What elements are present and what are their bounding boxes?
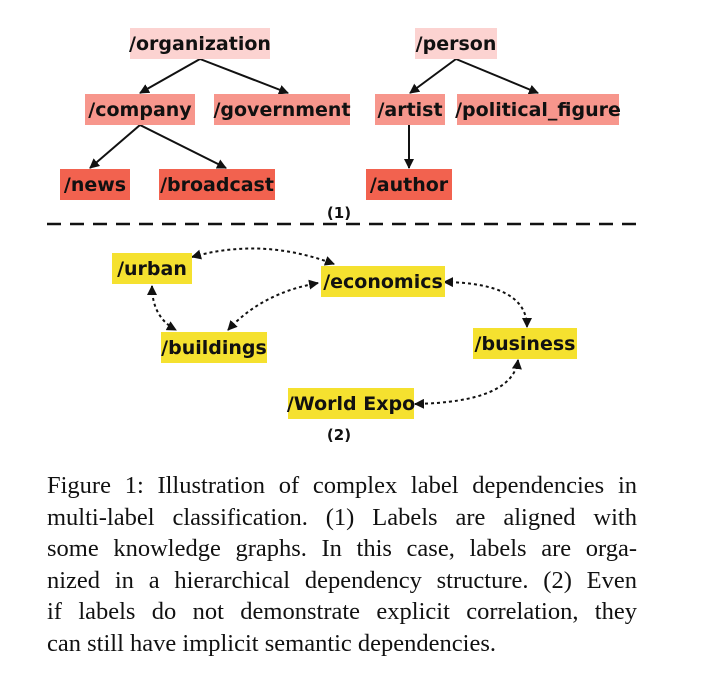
panel-1-hierarchy: /organization /person /company /governme… [60, 28, 621, 222]
edge-company-broadcast [139, 124, 227, 169]
node-urban-label: /urban [117, 258, 187, 280]
edge-urban-buildings [147, 285, 177, 331]
node-person: /person [415, 28, 497, 59]
node-person-label: /person [416, 33, 497, 55]
panel-1-label: (1) [327, 204, 351, 222]
node-urban: /urban [112, 253, 192, 284]
caption-line-3: some knowledge graphs. In this case, lab… [47, 535, 637, 562]
node-economics: /economics [321, 266, 445, 297]
semantic-edges [147, 247, 532, 409]
edge-company-news [89, 124, 141, 169]
node-business-label: /business [475, 333, 576, 355]
caption-line-2: multi-label classification. (1) Labels a… [47, 503, 637, 531]
caption-line-4: nized in a hierarchical dependency struc… [47, 566, 637, 594]
hierarchy-edges [89, 58, 539, 169]
panel-2-label: (2) [327, 426, 351, 444]
node-political-figure: /political_figure [455, 94, 621, 125]
edge-organization-company [139, 58, 201, 94]
node-buildings-label: /buildings [161, 337, 267, 359]
node-broadcast: /broadcast [159, 169, 275, 200]
node-artist-label: /artist [377, 99, 442, 121]
node-world-expo: /World Expo [287, 388, 415, 419]
node-company-label: /company [88, 99, 192, 121]
node-news-label: /news [64, 174, 126, 196]
node-economics-label: /economics [323, 271, 443, 293]
node-author: /author [366, 169, 452, 200]
figure-caption: Figure 1: Illustration of complex label … [47, 470, 637, 659]
node-news: /news [60, 169, 130, 200]
edge-economics-business [443, 277, 532, 328]
node-broadcast-label: /broadcast [160, 174, 274, 196]
edge-person-political-figure [455, 58, 539, 95]
node-government: /government [213, 94, 351, 125]
caption-line-6: can still have implicit semantic depende… [47, 629, 497, 657]
edge-person-artist [409, 58, 457, 94]
edge-business-world-expo [414, 359, 522, 409]
caption-line-1: Figure 1: Illustration of complex label … [47, 472, 637, 499]
node-political-figure-label: /political_figure [455, 99, 621, 121]
node-author-label: /author [370, 174, 449, 196]
node-artist: /artist [375, 94, 445, 125]
edge-organization-government [199, 58, 289, 95]
node-organization: /organization [129, 28, 271, 59]
node-organization-label: /organization [129, 33, 271, 55]
caption-line-5: if labels do not demonstrate explicit co… [47, 598, 637, 625]
node-company: /company [85, 94, 195, 125]
node-business: /business [473, 328, 577, 359]
node-world-expo-label: /World Expo [287, 393, 415, 415]
edge-buildings-economics [227, 279, 319, 331]
panel-2-semantic: /urban /economics /buildings /business /… [112, 247, 577, 444]
edge-urban-economics [191, 247, 335, 266]
node-buildings: /buildings [161, 332, 267, 363]
node-government-label: /government [213, 99, 350, 121]
